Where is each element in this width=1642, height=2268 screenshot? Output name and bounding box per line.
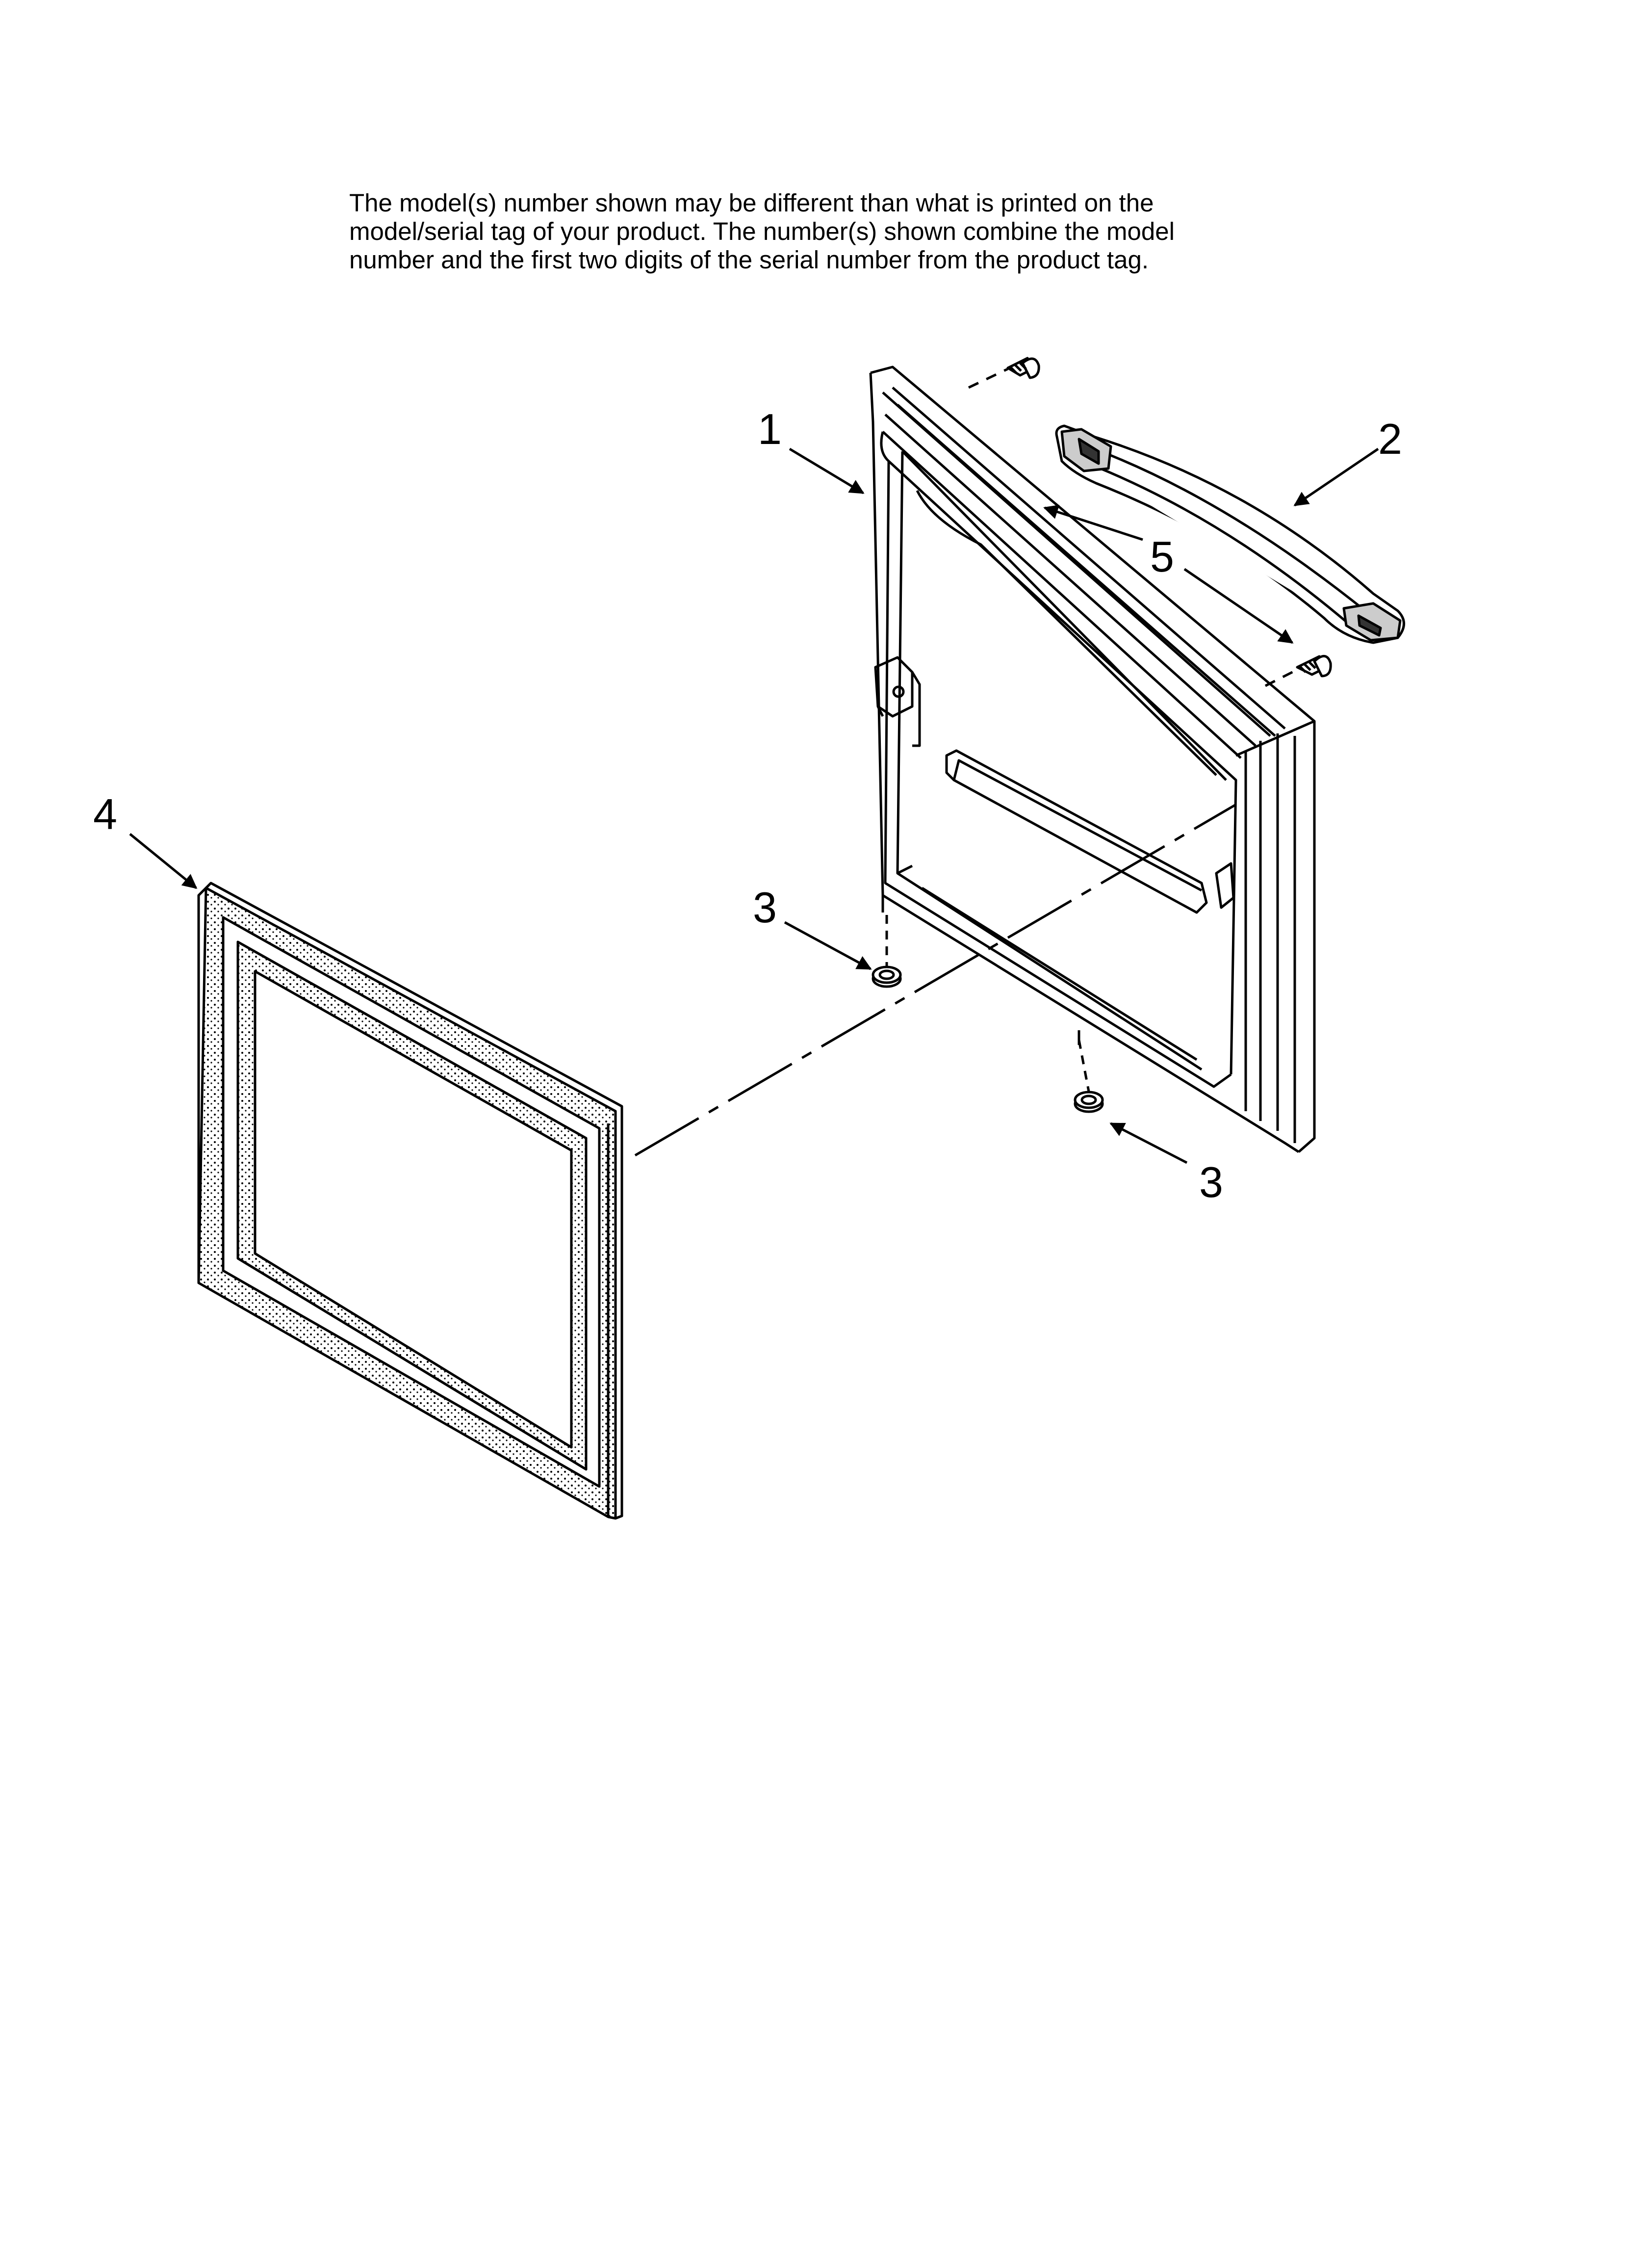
door-handle xyxy=(1055,424,1405,644)
assembly-lines xyxy=(634,367,1298,1157)
leader-arrow-3a xyxy=(784,921,872,970)
note-line-3: number and the first two digits of the s… xyxy=(349,246,1149,274)
leader-arrow-1 xyxy=(789,447,865,495)
leader-arrow-5b xyxy=(1183,568,1294,644)
leader-arrow-5a xyxy=(1043,505,1143,541)
leader-arrow-4 xyxy=(129,833,198,889)
leader-arrow-2 xyxy=(1293,447,1379,507)
note-line-2: model/serial tag of your product. The nu… xyxy=(349,217,1175,245)
screws xyxy=(1006,357,1332,678)
bumpers xyxy=(872,965,1104,1113)
callout-1: 1 xyxy=(758,405,782,453)
callout-4: 4 xyxy=(93,790,117,838)
callout-3-right: 3 xyxy=(1199,1158,1223,1206)
freezer-door xyxy=(869,365,1316,1153)
leader-arrow-3b xyxy=(1109,1122,1188,1164)
model-number-note: The model(s) number shown may be differe… xyxy=(349,189,1428,274)
leader-arrows xyxy=(129,447,1379,1164)
callout-5: 5 xyxy=(1150,532,1174,581)
door-gasket xyxy=(197,882,623,1520)
callout-2: 2 xyxy=(1378,415,1402,463)
note-line-1: The model(s) number shown may be differe… xyxy=(349,189,1154,217)
callout-3-left: 3 xyxy=(753,883,777,932)
